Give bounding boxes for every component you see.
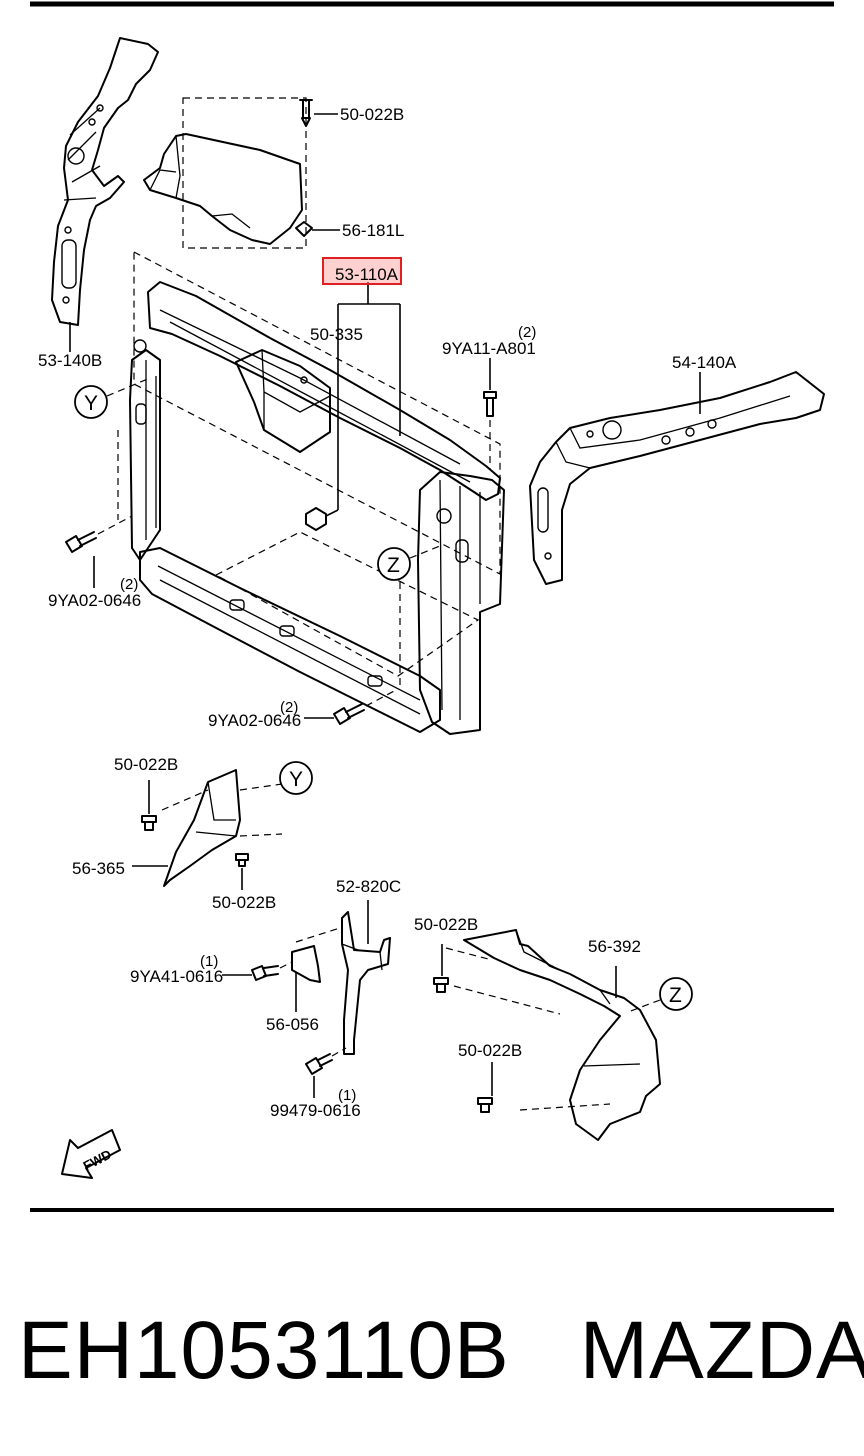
label-deflector-z: 56-392: [588, 937, 641, 956]
label-bolt-left-qty: (2): [120, 576, 138, 593]
bolt-bottom: [304, 689, 397, 725]
right-side-member: [529, 371, 825, 585]
bolt-top-right: [483, 358, 497, 470]
center-bracket: [222, 900, 391, 1098]
callout-z-lower-label: Z: [669, 984, 682, 1007]
label-bolt-bottom: 9YA02-0646: [208, 711, 301, 730]
label-clip-top: 50-022B: [340, 105, 404, 124]
label-bolt-top-right: 9YA11-A801: [442, 339, 536, 358]
bolt-left: [65, 515, 133, 588]
callout-z-upper: [377, 545, 441, 581]
label-clip-z2: 50-022B: [458, 1041, 522, 1060]
label-clip-y2: 50-022B: [212, 893, 276, 912]
footer-title: EH1053110B MAZDA: [18, 1296, 864, 1406]
label-nut-top: 56-181L: [342, 221, 404, 240]
label-bolt-center-low: 99479-0616: [270, 1101, 361, 1120]
callout-y-label: Y: [84, 392, 98, 415]
callout-y-upper: [74, 377, 151, 419]
label-bolt-left: 9YA02-0646: [48, 591, 141, 610]
label-clip-z1: 50-022B: [414, 915, 478, 934]
footer-part-number: EH1053110B: [18, 1305, 510, 1396]
label-right-member: 54-140A: [672, 353, 737, 372]
upper-air-guide: [143, 97, 340, 249]
label-bracket-center: 52-820C: [336, 877, 401, 896]
label-clip-y1: 50-022B: [114, 755, 178, 774]
label-bolt-center-low-qty: (1): [338, 1087, 356, 1104]
deflector-y: [132, 761, 313, 890]
label-left-member: 53-140B: [38, 351, 102, 370]
label-bolt-center-qty: (1): [200, 953, 218, 970]
callout-z-label: Z: [387, 554, 400, 577]
deflector-z: [433, 929, 693, 1141]
label-bracket: 50-335: [310, 325, 363, 344]
label-bolt-center: 9YA41-0616: [130, 967, 223, 986]
footer-brand: MAZDA: [579, 1305, 864, 1396]
callout-y-lower-label: Y: [289, 768, 303, 791]
label-deflector-y: 56-365: [72, 859, 125, 878]
left-side-member: [51, 37, 159, 352]
radiator-support: [117, 251, 505, 735]
label-cover-center: 56-056: [266, 1015, 319, 1034]
highlight-box: [322, 257, 402, 285]
label-radiator-support: 53-110A: [335, 265, 399, 284]
fwd-arrow-icon: [61, 1129, 121, 1179]
label-bolt-bottom-qty: (2): [280, 699, 298, 716]
label-bolt-top-right-qty: (2): [518, 324, 536, 341]
